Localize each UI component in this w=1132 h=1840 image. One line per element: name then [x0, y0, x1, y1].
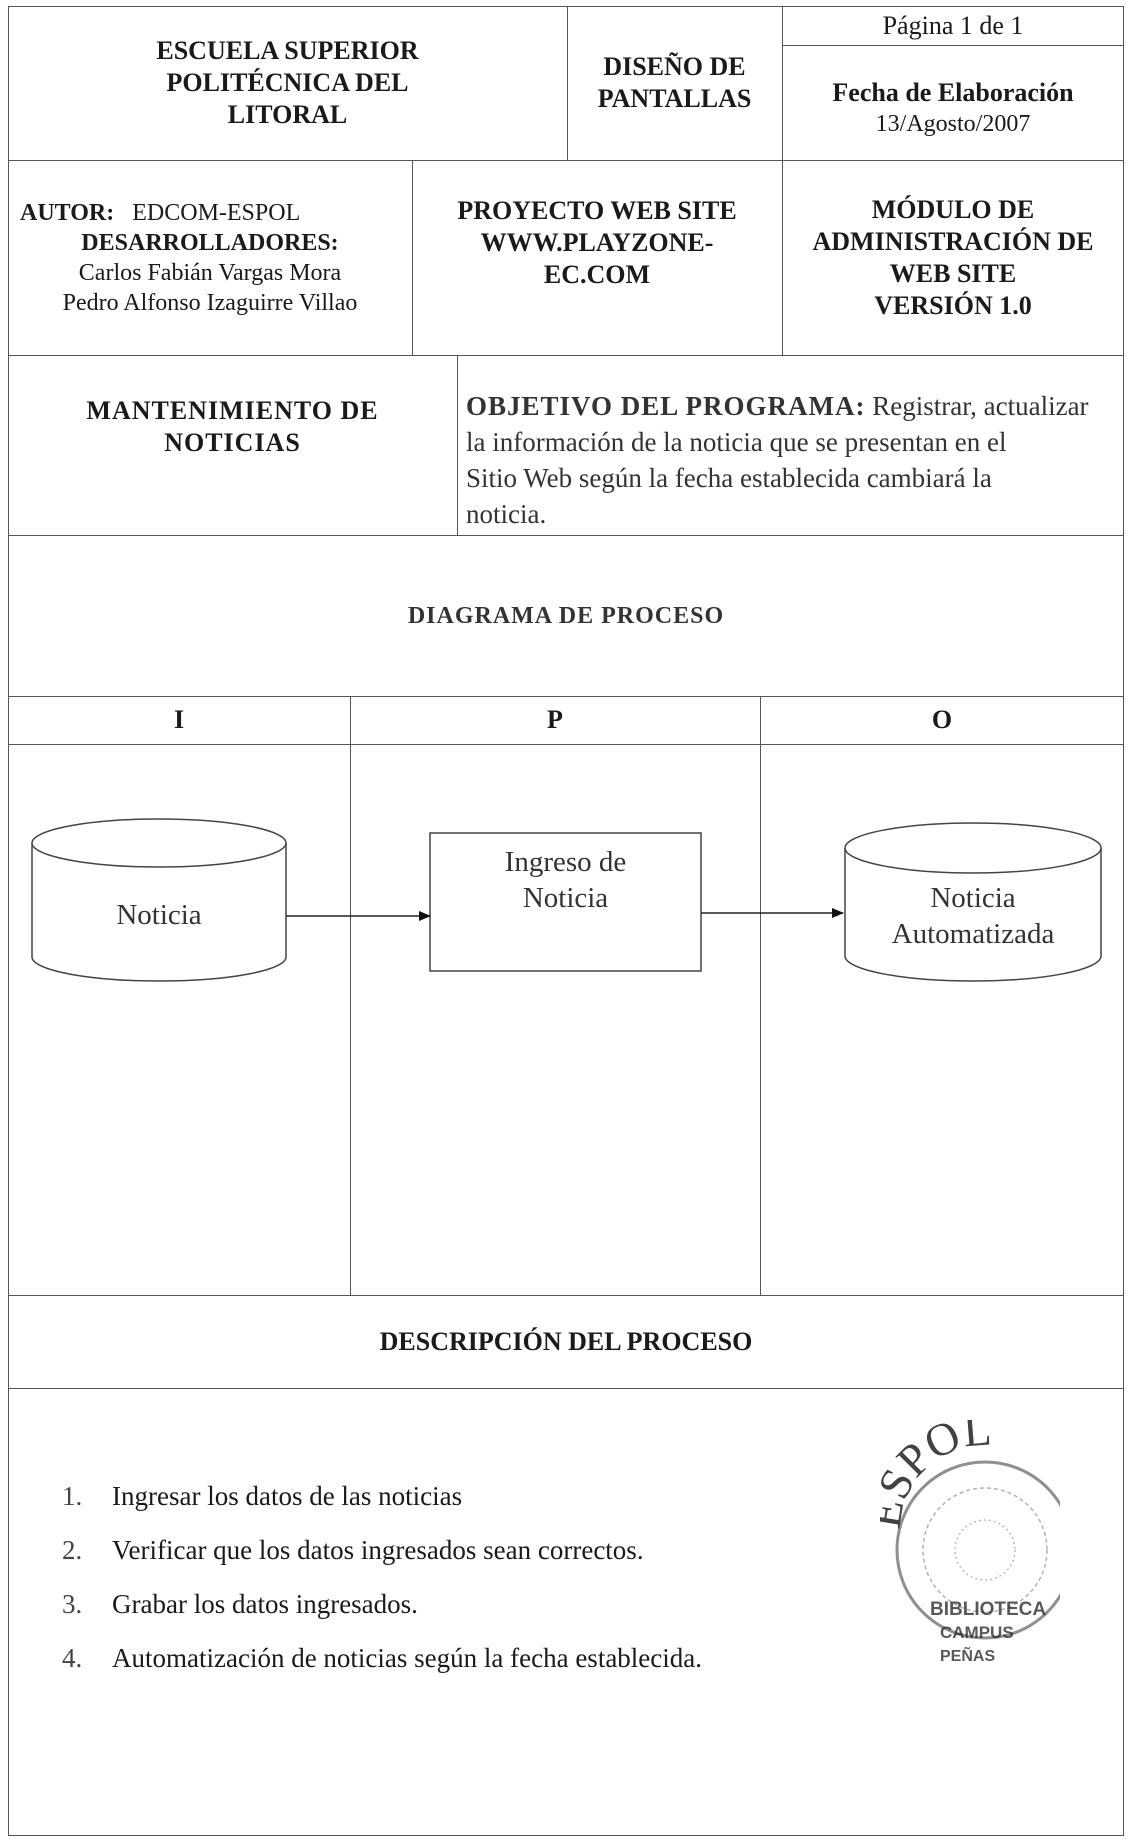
rule-columns-header: [8, 744, 1124, 745]
rule-description-title-bottom: [8, 1388, 1124, 1389]
module-name: MÓDULO DE ADMINISTRACIÓN DE WEB SITE VER…: [812, 194, 1094, 320]
rule-col-ip: [350, 696, 351, 1295]
maintenance-title: MANTENIMIENTO DE NOTICIAS: [86, 396, 379, 457]
svg-text:BIBLIOTECA: BIBLIOTECA: [930, 1599, 1046, 1620]
input-database-shape: [31, 818, 287, 982]
rule-diagram-bottom: [8, 1295, 1124, 1296]
svg-text:CAMPUS: CAMPUS: [940, 1623, 1014, 1642]
output-database-shape: [844, 822, 1102, 982]
library-seal-stamp: ESPOL BIBLIOTECA CAMPUS: [880, 1420, 1060, 1642]
rule-page-date: [782, 45, 1124, 46]
rule-v2: [782, 6, 783, 355]
column-header-process: P: [547, 705, 563, 734]
column-header-input: I: [173, 705, 185, 734]
authors-block: AUTOR: EDCOM-ESPOL DESARROLLADORES: Carl…: [20, 199, 358, 316]
project-name: PROYECTO WEB SITE WWW.PLAYZONE- EC.COM: [457, 196, 737, 289]
program-objective: OBJETIVO DEL PROGRAMA: Registrar, actual…: [466, 391, 1089, 529]
rule-v3: [412, 160, 413, 355]
description-title: DESCRIPCIÓN DEL PROCESO: [379, 1326, 753, 1356]
document-type: DISEÑO DE PANTALLAS: [597, 52, 752, 113]
diagram-title: DIAGRAMA DE PROCESO: [407, 602, 725, 629]
output-label: Noticia Automatizada: [891, 882, 1055, 950]
page-number: Página 1 de 1: [882, 10, 1024, 40]
process-box: [429, 832, 702, 972]
process-steps-list: 1.Ingresar los datos de las noticias 2.V…: [62, 1480, 702, 1696]
list-item: 3.Grabar los datos ingresados.: [62, 1589, 418, 1619]
input-label: Noticia: [116, 899, 202, 931]
rule-col-po: [760, 696, 761, 1295]
rule-authors-bottom: [8, 355, 1124, 356]
process-label: Ingreso de Noticia: [504, 846, 627, 914]
rule-objective-bottom: [8, 535, 1124, 536]
rule-v1: [567, 6, 568, 160]
list-item: 1.Ingresar los datos de las noticias: [62, 1481, 463, 1511]
institution-name: ESCUELA SUPERIOR POLITÉCNICA DEL LITORAL: [156, 36, 419, 129]
column-header-output: O: [931, 705, 953, 734]
list-item: 4.Automatización de noticias según la fe…: [62, 1643, 703, 1673]
creation-date: Fecha de Elaboración 13/Agosto/2007: [832, 77, 1074, 137]
rule-v4: [457, 355, 458, 535]
list-item: 2.Verificar que los datos ingresados sea…: [62, 1535, 644, 1565]
rule-header-bottom: [8, 160, 1124, 161]
document-frame: [8, 6, 1124, 1836]
rule-diagram-title-bottom: [8, 696, 1124, 697]
seal-location-text: PEÑAS: [940, 1648, 996, 1665]
